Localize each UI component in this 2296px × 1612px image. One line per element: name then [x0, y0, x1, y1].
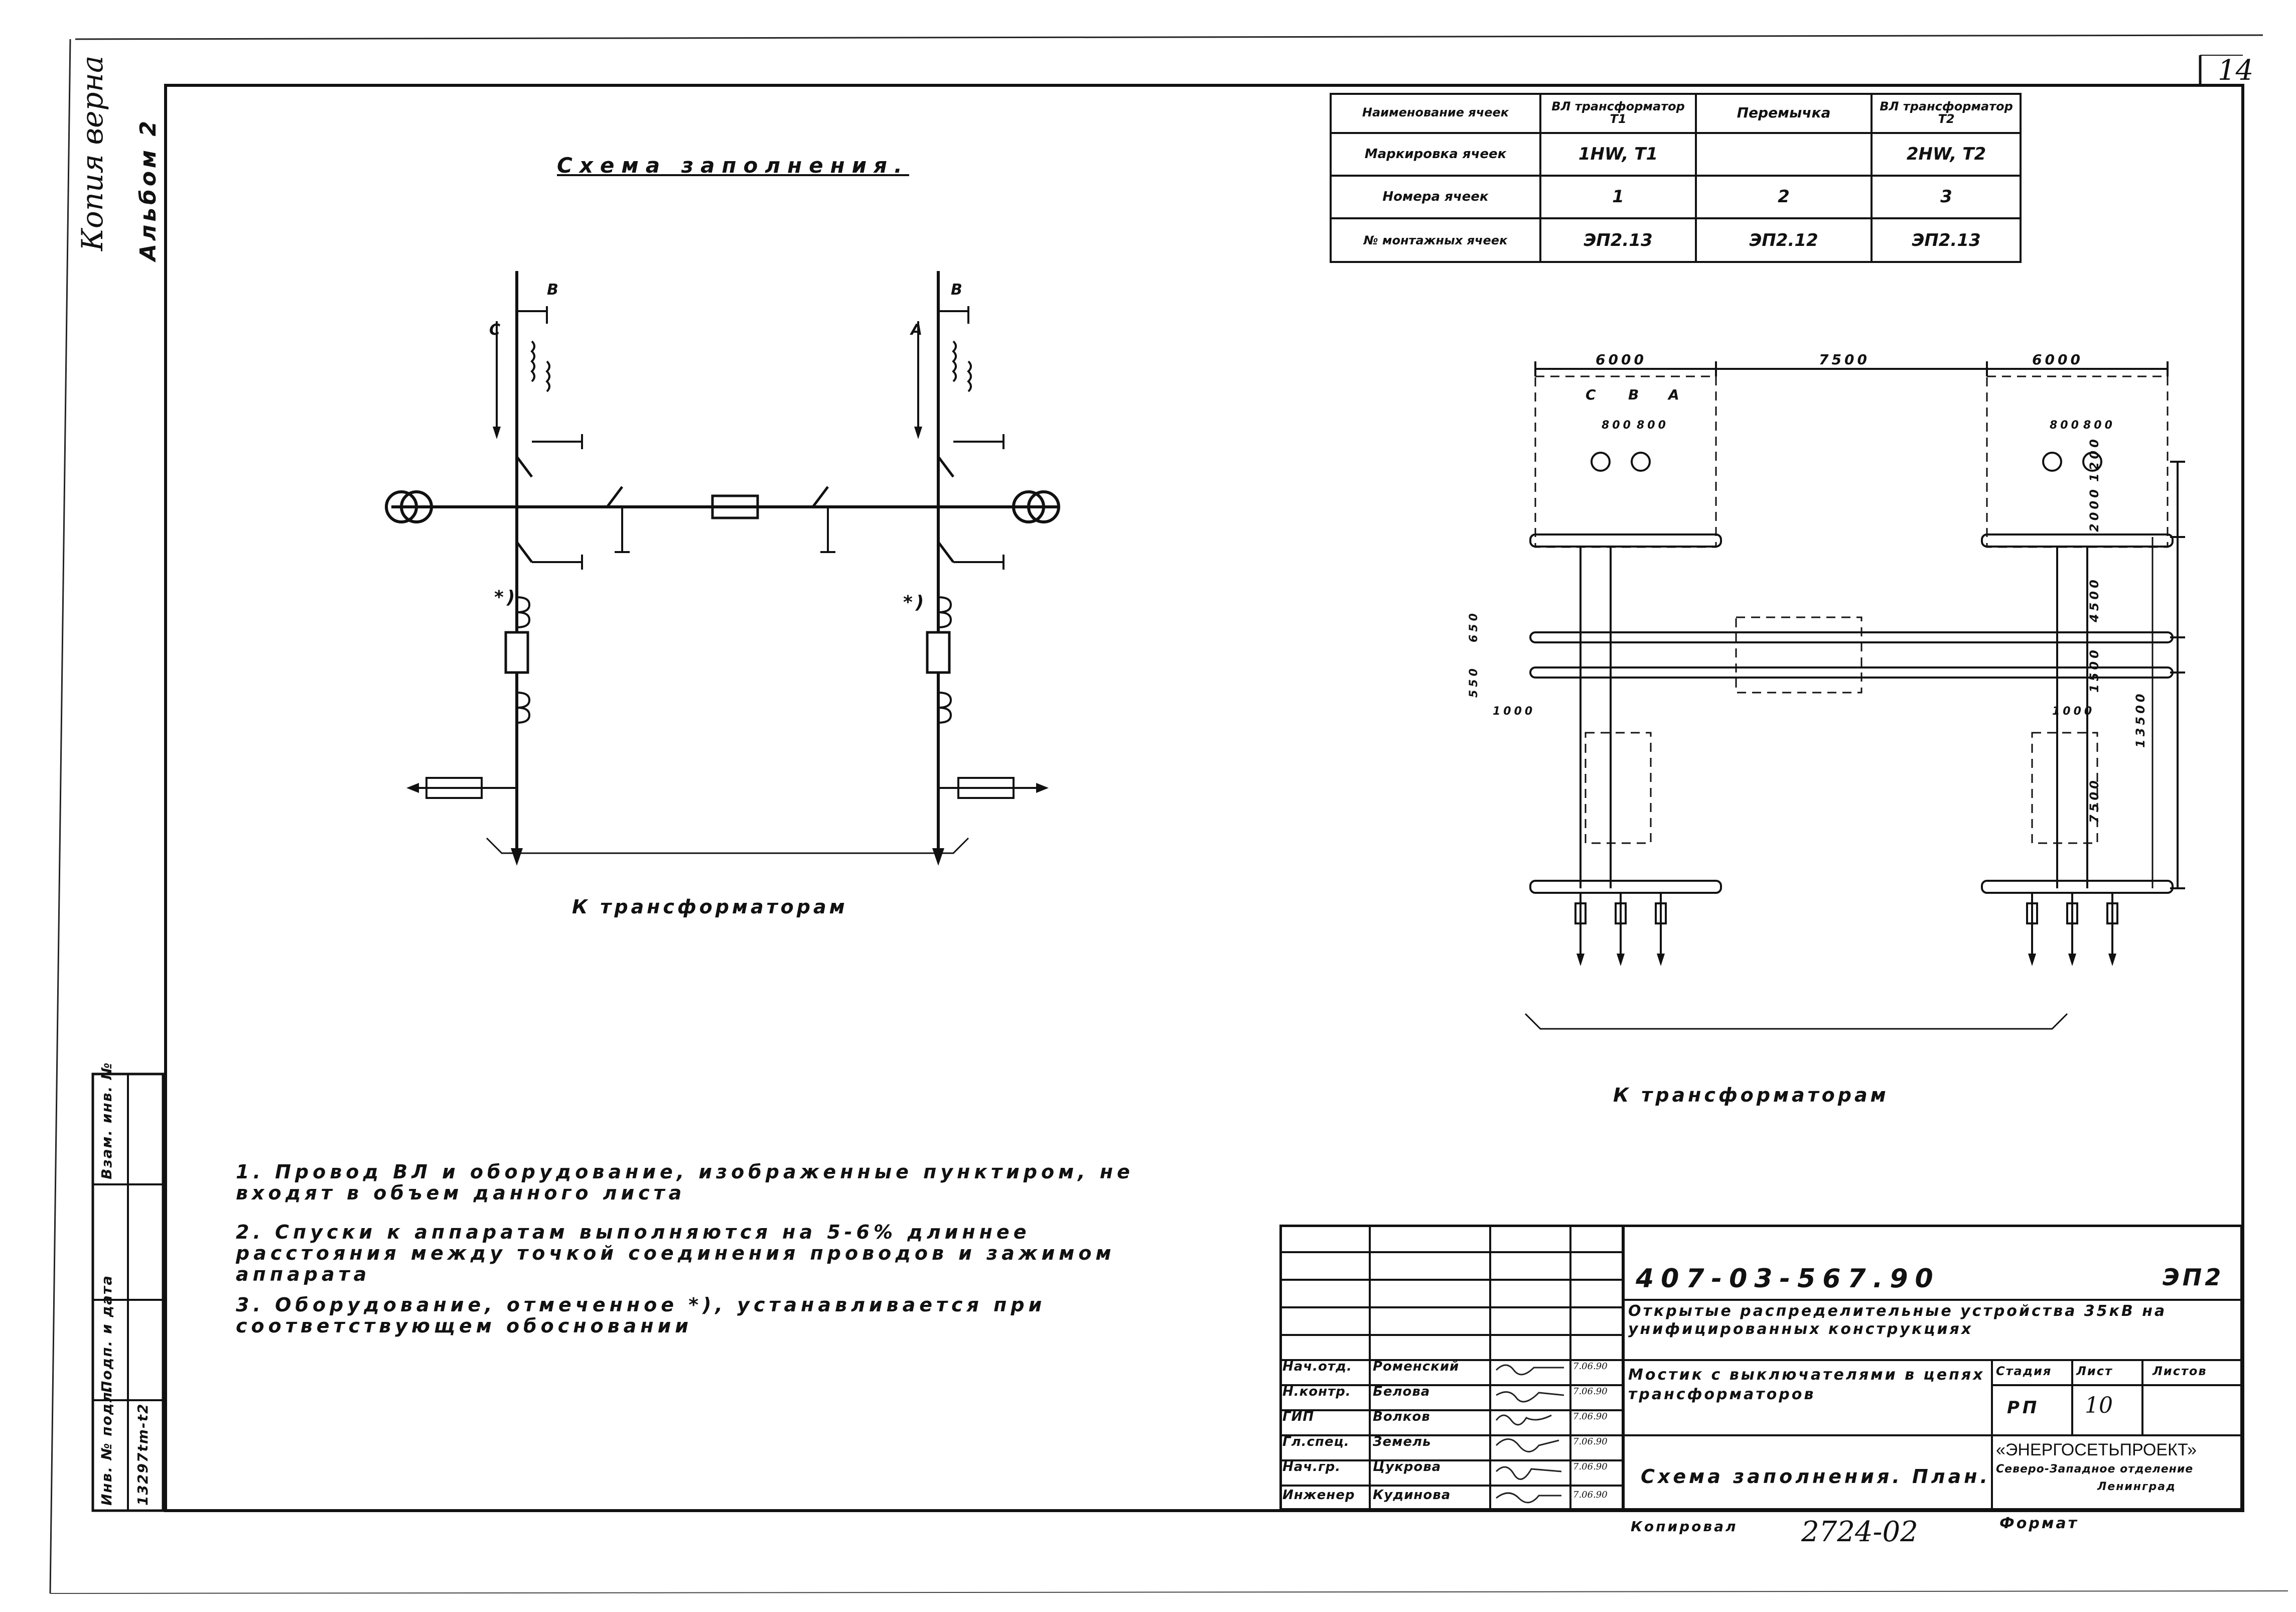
cells-row-label: Маркировка ячеек [1364, 147, 1507, 162]
plan-phase-b: B [1628, 386, 1642, 403]
sheet-code: ЭП2 [2163, 1264, 2224, 1291]
cells-cell: 2HW, T2 [1906, 144, 1986, 165]
date-cell: 7.06.90 [1573, 1490, 1608, 1500]
role-cell: Нач.гр. [1282, 1459, 1341, 1474]
name-cell: Земель [1373, 1434, 1431, 1449]
date-cell: 7.06.90 [1573, 1361, 1608, 1372]
date-cell: 7.06.90 [1573, 1411, 1608, 1422]
scheme-caption: К трансформаторам [572, 896, 848, 918]
subtitle: Мостик с выключателями в цепях трансформ… [1628, 1366, 1985, 1403]
title-block-grid [1279, 1225, 2243, 1511]
cells-cell: ЭП2.13 [1584, 230, 1653, 251]
format-label: Формат [1999, 1515, 2079, 1532]
sheet-value: 10 [2085, 1393, 2113, 1418]
org-city: Ленинград [2097, 1481, 2176, 1493]
stamp-sign-date: Подп. и дата [98, 1274, 115, 1393]
org-branch: Северо-Западное отделение [1996, 1463, 2194, 1475]
plan-phase-a: A [1668, 386, 1682, 403]
cells-header-jumper: Перемычка [1737, 104, 1831, 121]
cells-header-name: Наименование ячеек [1362, 105, 1509, 120]
name-cell: Кудинова [1373, 1488, 1451, 1503]
scheme-star-right: *) [903, 592, 927, 613]
name-cell: Белова [1373, 1384, 1430, 1399]
cells-cell: 1 [1612, 187, 1624, 207]
cells-cell [1697, 135, 1871, 175]
single-line-diagram [385, 271, 1060, 866]
stamp-inv-orig: Инв. № подл. [98, 1385, 115, 1506]
plan-dim-left: 650 [1468, 610, 1480, 642]
role-cell: Нач.отд. [1282, 1359, 1352, 1374]
doc-code: 407-03-567.90 [1636, 1264, 1940, 1294]
plan-dim-phase: 800 [1602, 419, 1634, 432]
page-number: 14 [2218, 54, 2254, 87]
scheme-phase-c-left: C [489, 321, 504, 339]
cells-cell: ЭП2.13 [1912, 230, 1981, 251]
role-cell: Гл.спец. [1282, 1434, 1350, 1449]
date-cell: 7.06.90 [1573, 1461, 1608, 1472]
sheets-label: Листов [2152, 1364, 2207, 1378]
role-cell: ГИП [1282, 1409, 1315, 1424]
cells-header-t2: ВЛ трансформатор Т2 [1880, 99, 2013, 126]
cells-cell: ЭП2.12 [1749, 230, 1818, 251]
stamp-vzam-inv: Взам. инв. № [98, 1061, 115, 1179]
date-cell: 7.06.90 [1573, 1436, 1608, 1447]
sheet-label: Лист [2076, 1364, 2113, 1378]
drawing-title: Схема заполнения. План. [1641, 1465, 1990, 1488]
cells-row-label: Номера ячеек [1382, 189, 1489, 205]
copy-mark: Копия верна [75, 55, 109, 251]
copied-label: Копировал [1631, 1518, 1738, 1535]
plan-dim-right: 1200 [2087, 436, 2101, 482]
stage-label: Стадия [1996, 1364, 2052, 1378]
stage-value: РП [2007, 1398, 2040, 1418]
plan-phase-c: C [1586, 386, 1599, 403]
name-cell: Волков [1373, 1409, 1430, 1424]
scheme-star-left: *) [494, 587, 518, 608]
plan-dim-top-3: 6000 [2032, 351, 2083, 368]
plan-dim-phase: 800 [2083, 419, 2115, 432]
cells-row-label: № монтажных ячеек [1363, 233, 1508, 248]
name-cell: Роменский [1373, 1359, 1460, 1374]
plan-dim-top-2: 7500 [1819, 351, 1870, 368]
role-cell: Инженер [1282, 1488, 1355, 1503]
cells-cell: 3 [1940, 187, 1952, 207]
date-cell: 7.06.90 [1573, 1386, 1608, 1397]
org-name: «ЭНЕРГОСЕТЬПРОЕКТ» [1996, 1440, 2197, 1459]
scheme-title: Схема заполнения. [557, 153, 909, 178]
role-cell: Н.контр. [1282, 1384, 1351, 1399]
plan-dim-phase: 800 [2050, 419, 2082, 432]
signature-scribbles [1495, 1364, 1564, 1504]
plan-dim-right: 4500 [2087, 577, 2101, 622]
project-title: Открытые распределительные устройства 35… [1628, 1302, 2167, 1338]
scheme-phase-b-left: B [547, 281, 561, 299]
plan-drawing [1524, 361, 2185, 1030]
plan-dim-right: 1500 [2087, 647, 2101, 693]
stamp-inv-value: 13297tm-t2 [134, 1403, 151, 1506]
cells-header-t1: ВЛ трансформатор Т1 [1551, 99, 1685, 126]
scheme-phase-a-right: A [911, 321, 926, 339]
plan-dim-phase: 800 [1637, 419, 1669, 432]
cells-cell: 2 [1778, 187, 1790, 207]
scheme-phase-b-right: B [951, 281, 965, 299]
plan-dim-top-1: 6000 [1596, 351, 1647, 368]
plan-dim-right-small: 1000 [2052, 705, 2095, 718]
name-cell: Цукрова [1373, 1459, 1442, 1474]
plan-caption: К трансформаторам [1613, 1084, 1889, 1106]
plan-dim-left: 1000 [1493, 705, 1536, 718]
note-3: 3. Оборудование, отмеченное *), устанавл… [236, 1294, 1046, 1337]
note-1: 1. Провод ВЛ и оборудование, изображенны… [236, 1161, 1134, 1204]
plan-dim-right: 2000 [2087, 486, 2101, 532]
plan-dim-right: 7500 [2087, 777, 2101, 823]
plan-dim-right: 13500 [2133, 691, 2147, 748]
note-2: 2. Спуски к аппаратам выполняются на 5-6… [236, 1221, 1115, 1285]
cells-table-grid [1330, 93, 2022, 263]
copy-number: 2724-02 [1801, 1516, 1918, 1548]
plan-dim-left: 550 [1468, 665, 1480, 698]
cells-cell: 1HW, T1 [1578, 144, 1658, 165]
album-label: Альбом 2 [135, 118, 161, 261]
